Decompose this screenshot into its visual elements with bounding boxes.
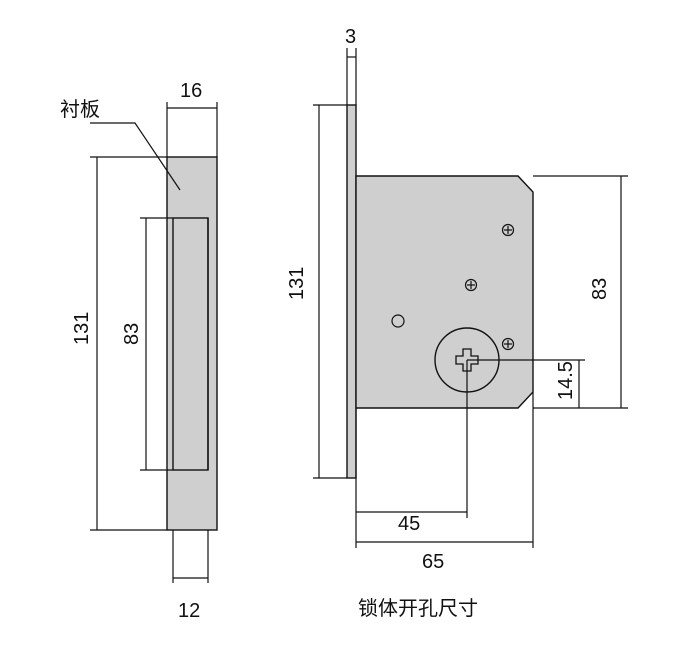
side-faceplate: [166, 156, 218, 531]
screw-icon: [501, 223, 515, 237]
liner-plate-leader: [90, 122, 181, 191]
body-height-value: 83: [589, 278, 611, 300]
screw-icon: [501, 337, 515, 351]
front-height-value: 131: [286, 267, 308, 300]
drawing-caption: 锁体开孔尺寸: [358, 596, 478, 620]
side-inner-height-value: 83: [121, 323, 143, 345]
side-width-value: 16: [180, 80, 202, 102]
side-bottom-width-value: 12: [178, 600, 200, 622]
front-view: 3 131 83 14.5 45 65 锁体开孔尺寸: [286, 26, 628, 620]
screw-icon: [464, 278, 478, 292]
hole-offset-value: 14.5: [555, 361, 577, 400]
pin-hole: [391, 314, 405, 328]
liner-plate-label: 衬板: [60, 97, 100, 121]
front-faceplate: [346, 104, 357, 479]
body-depth-value: 65: [422, 551, 444, 573]
hole-distance-value: 45: [398, 513, 420, 535]
side-view: 16 衬板 131 83 12: [60, 80, 218, 622]
front-thickness-value: 3: [345, 26, 356, 48]
side-height-value: 131: [71, 312, 93, 345]
